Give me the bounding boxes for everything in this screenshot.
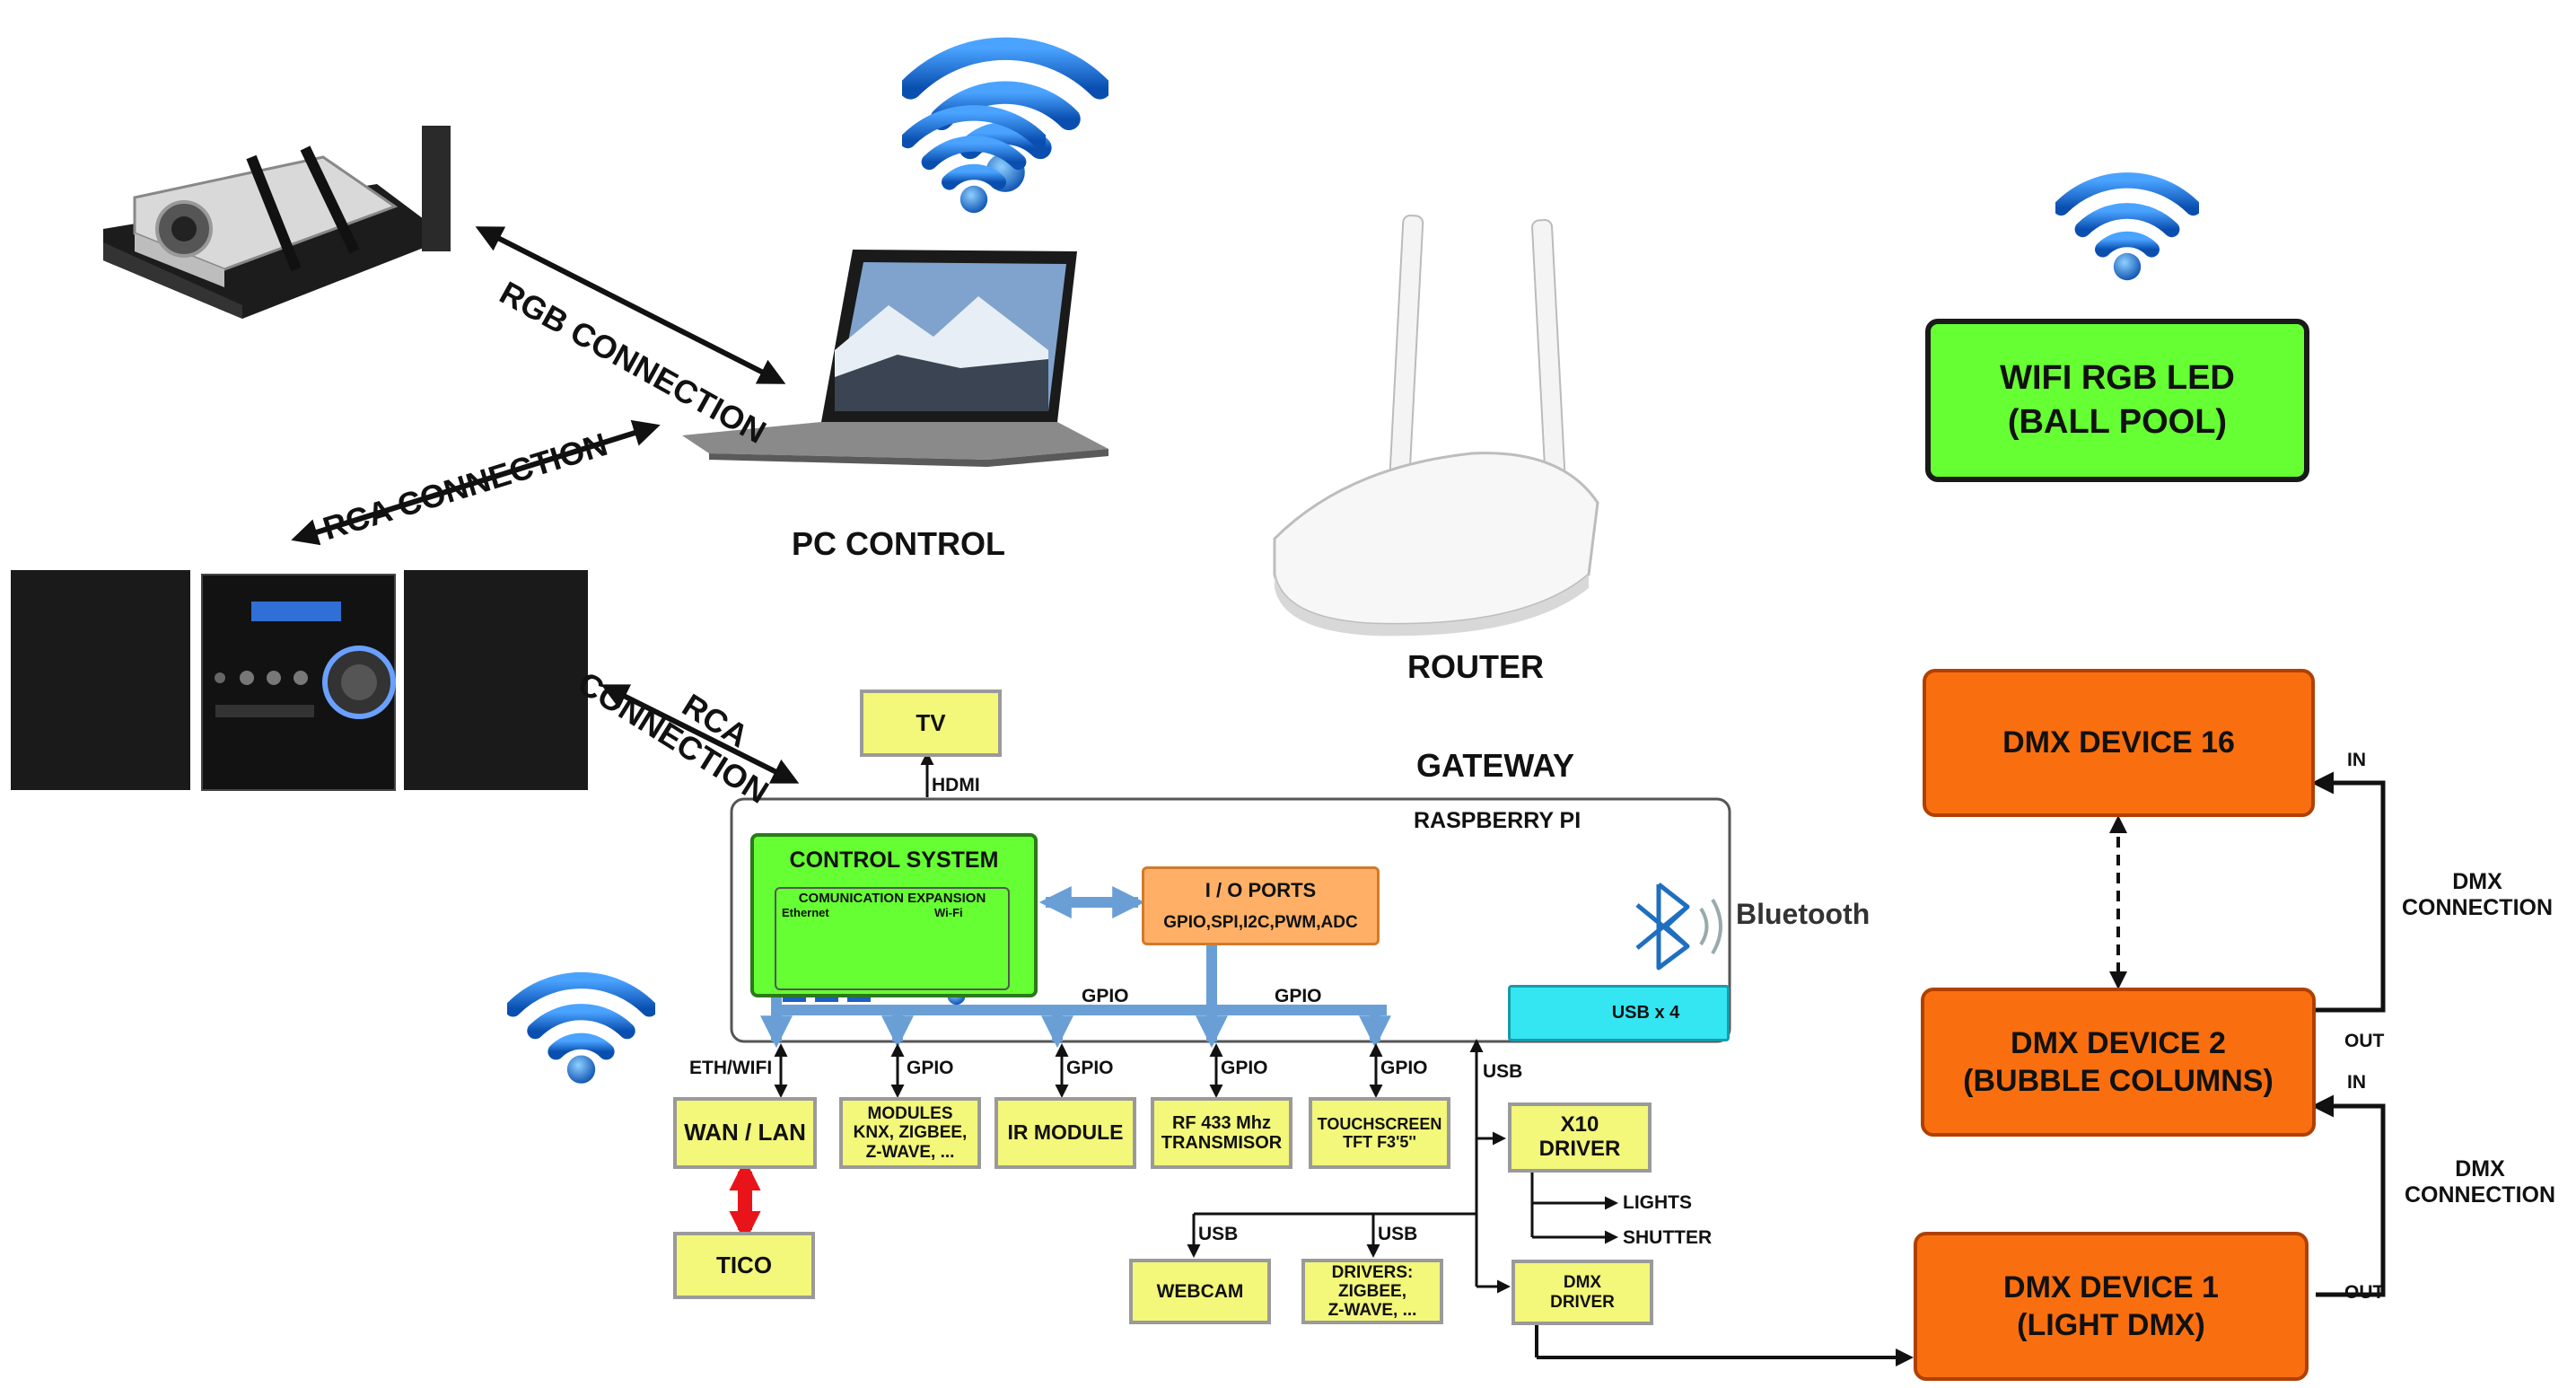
gpio-label: GPIO — [1380, 1058, 1428, 1078]
control-system-box: CONTROL SYSTEM — [750, 833, 1038, 997]
tv-box: TV — [860, 690, 1002, 757]
usb-label: USB — [1483, 1061, 1523, 1082]
dmx-driver-box: DMX DRIVER — [1511, 1260, 1653, 1325]
dmx-device-16-box: DMX DEVICE 16 — [1923, 669, 2315, 817]
laptop-icon — [682, 250, 1108, 467]
bluetooth-icon — [1635, 883, 1722, 971]
gpio-label: GPIO — [1082, 986, 1129, 1006]
x10-driver-box: X10 DRIVER — [1508, 1102, 1652, 1173]
modules-box: MODULES KNX, ZIGBEE, Z-WAVE, ... — [839, 1097, 981, 1169]
io-ports-title: I / O PORTS — [1205, 879, 1317, 902]
dmx2-in-label: IN — [2347, 1072, 2366, 1093]
bluetooth-label: Bluetooth — [1736, 898, 1871, 930]
comm-expansion-box: COMUNICATION EXPANSION Ethernet Wi-Fi — [775, 887, 1010, 990]
dmx2-out-label: OUT — [2344, 1031, 2385, 1051]
usb-x4-label: USB x 4 — [1611, 1003, 1680, 1023]
dmx-connection-label: DMX CONNECTION — [2404, 1156, 2556, 1208]
gpio-label: GPIO — [1221, 1058, 1268, 1078]
gateway-box — [730, 797, 1731, 1043]
usb-label: USB — [1198, 1224, 1239, 1244]
dmx16-in-label: IN — [2347, 750, 2366, 770]
gpio-label: GPIO — [1066, 1058, 1114, 1078]
webcam-box: WEBCAM — [1129, 1259, 1271, 1324]
ir-module-box: IR MODULE — [994, 1097, 1136, 1169]
router-icon — [1273, 215, 1599, 637]
control-system-title: CONTROL SYSTEM — [789, 848, 999, 873]
wifi-label: Wi-Fi — [934, 906, 963, 919]
usb-ports-box: USB x 4 — [1508, 985, 1730, 1041]
wifi-icon — [2061, 180, 2193, 280]
shutter-label: SHUTTER — [1623, 1227, 1713, 1248]
touchscreen-box: TOUCHSCREEN TFT F3'5'' — [1309, 1097, 1450, 1169]
tico-box: TICO — [673, 1232, 815, 1299]
hdmi-label: HDMI — [932, 775, 980, 795]
wifi-icon — [907, 113, 1039, 213]
router-label: ROUTER — [1407, 648, 1544, 685]
wifi-rgb-led-box: WIFI RGB LED (BALL POOL) — [1925, 319, 2309, 482]
lights-label: LIGHTS — [1623, 1192, 1692, 1213]
gpio-label: GPIO — [907, 1058, 954, 1078]
wan-lan-box: WAN / LAN — [673, 1097, 817, 1169]
projector-icon — [103, 126, 451, 319]
raspberry-pi-label: RASPBERRY PI — [1414, 808, 1582, 833]
dmx-device-2-box: DMX DEVICE 2 (BUBBLE COLUMNS) — [1921, 988, 2316, 1137]
ethernet-label: Ethernet — [782, 906, 829, 919]
pc-control-label: PC CONTROL — [792, 525, 1005, 562]
stereo-icon — [11, 570, 588, 791]
io-ports-list: GPIO,SPI,I2C,PWM,ADC — [1163, 912, 1358, 932]
eth-wifi-label: ETH/WIFI — [689, 1058, 773, 1078]
wifi-icon — [513, 980, 650, 1084]
comm-expansion-title: COMUNICATION EXPANSION — [798, 891, 986, 906]
gateway-label: GATEWAY — [1416, 747, 1575, 784]
dmx1-out-label: OUT — [2344, 1282, 2385, 1303]
dmx-connection-label: DMX CONNECTION — [2401, 869, 2554, 920]
usb-label: USB — [1378, 1224, 1418, 1244]
gpio-label: GPIO — [1275, 986, 1322, 1006]
drivers-box: DRIVERS: ZIGBEE, Z-WAVE, ... — [1301, 1259, 1443, 1324]
io-ports-box: I / O PORTS GPIO,SPI,I2C,PWM,ADC — [1142, 866, 1380, 945]
dmx-device-1-box: DMX DEVICE 1 (LIGHT DMX) — [1914, 1232, 2309, 1381]
rf-transmisor-box: RF 433 Mhz TRANSMISOR — [1151, 1097, 1292, 1169]
